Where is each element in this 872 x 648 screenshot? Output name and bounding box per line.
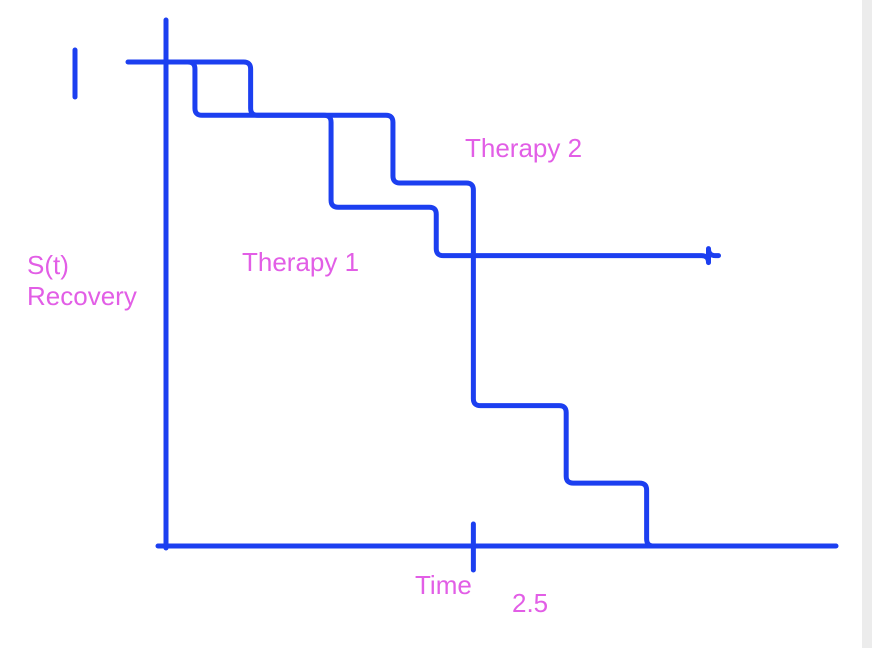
y-axis-label-line2: Recovery [27, 281, 137, 311]
series-curves [183, 59, 721, 549]
x-tick-label: 2.5 [512, 588, 548, 618]
series-line-2 [183, 59, 657, 549]
right-gutter [862, 0, 872, 648]
series-line-1 [183, 59, 721, 266]
y-axis-label-line1: S(t) [27, 250, 69, 280]
axes [72, 17, 839, 573]
series-label-therapy-1: Therapy 1 [242, 247, 359, 277]
series-label-therapy-2: Therapy 2 [465, 133, 582, 163]
x-axis-label: Time [415, 570, 472, 600]
